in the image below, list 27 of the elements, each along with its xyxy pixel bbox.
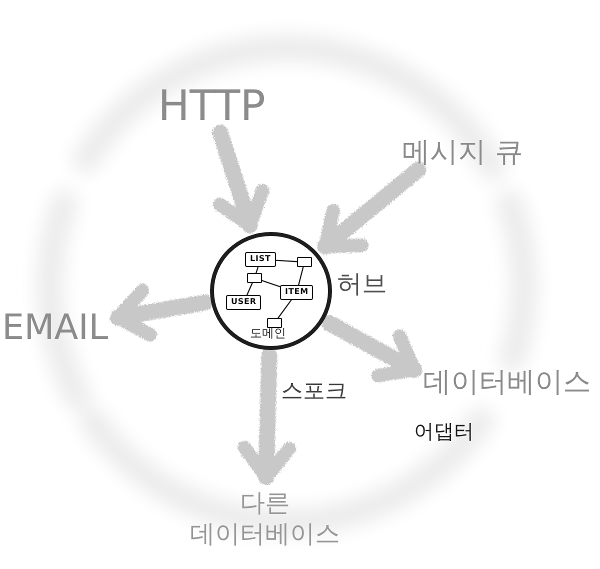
connector-line	[246, 282, 253, 296]
empty-box	[297, 257, 312, 267]
entity-box: USER	[226, 295, 262, 310]
hub-circle	[210, 232, 332, 350]
annotation-label: 어댑터	[414, 421, 474, 441]
port-label: 메시지 큐	[402, 138, 523, 166]
connector-line	[256, 266, 259, 274]
arrow	[110, 284, 213, 342]
arrow	[212, 124, 270, 234]
port-label: 다른 데이터베이스	[183, 487, 347, 550]
empty-box	[267, 318, 282, 328]
empty-box	[247, 273, 262, 283]
entity-box: LIST	[245, 252, 276, 267]
hub-label: 허브	[337, 271, 387, 296]
port-label: HTTP	[158, 85, 266, 127]
connector-line	[261, 280, 281, 288]
connector-line	[298, 266, 304, 286]
domain-label: 도메인	[250, 327, 286, 341]
entity-box: ITEM	[280, 285, 314, 300]
connector-line	[275, 260, 298, 262]
arrow	[321, 315, 422, 382]
port-label: EMAIL	[2, 311, 108, 346]
arrow	[238, 348, 296, 485]
annotation-label: 스포크	[281, 381, 347, 403]
connector-line	[278, 299, 292, 319]
port-label: 데이터베이스	[423, 368, 591, 396]
arrow	[317, 162, 426, 254]
